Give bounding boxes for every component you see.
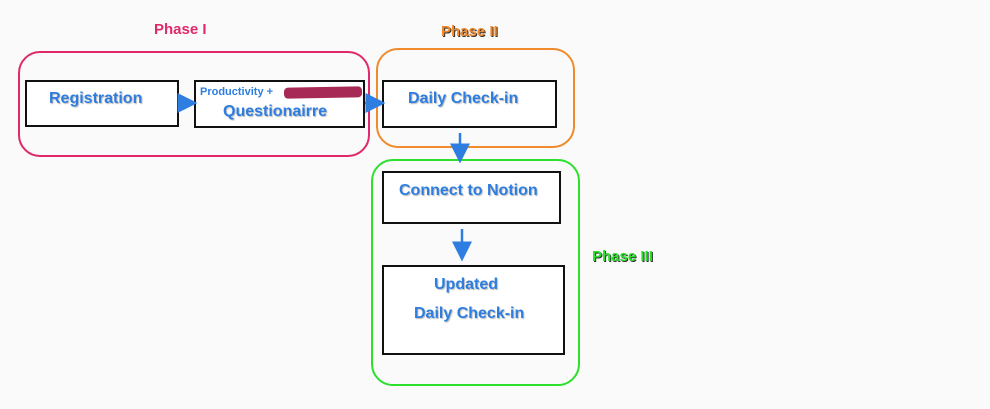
connect-notion-node — [382, 171, 561, 224]
connect-notion-label: Connect to Notion — [399, 182, 538, 199]
questionnaire-label: Questionairre — [223, 103, 328, 120]
updated-checkin-line1: Updated — [434, 276, 498, 293]
questionnaire-prefix: Productivity + — [200, 86, 274, 98]
phase-2-label: Phase II — [441, 23, 498, 40]
updated-checkin-node — [382, 265, 565, 355]
phase-1-label: Phase I — [154, 21, 207, 38]
daily-checkin-label: Daily Check-in — [408, 90, 519, 107]
phase-3-frame — [371, 159, 580, 386]
questionnaire-node — [194, 80, 365, 128]
daily-checkin-node — [382, 80, 557, 128]
registration-label: Registration — [49, 90, 143, 107]
updated-checkin-line2: Daily Check-in — [414, 305, 525, 322]
phase-3-label: Phase III — [592, 248, 653, 265]
